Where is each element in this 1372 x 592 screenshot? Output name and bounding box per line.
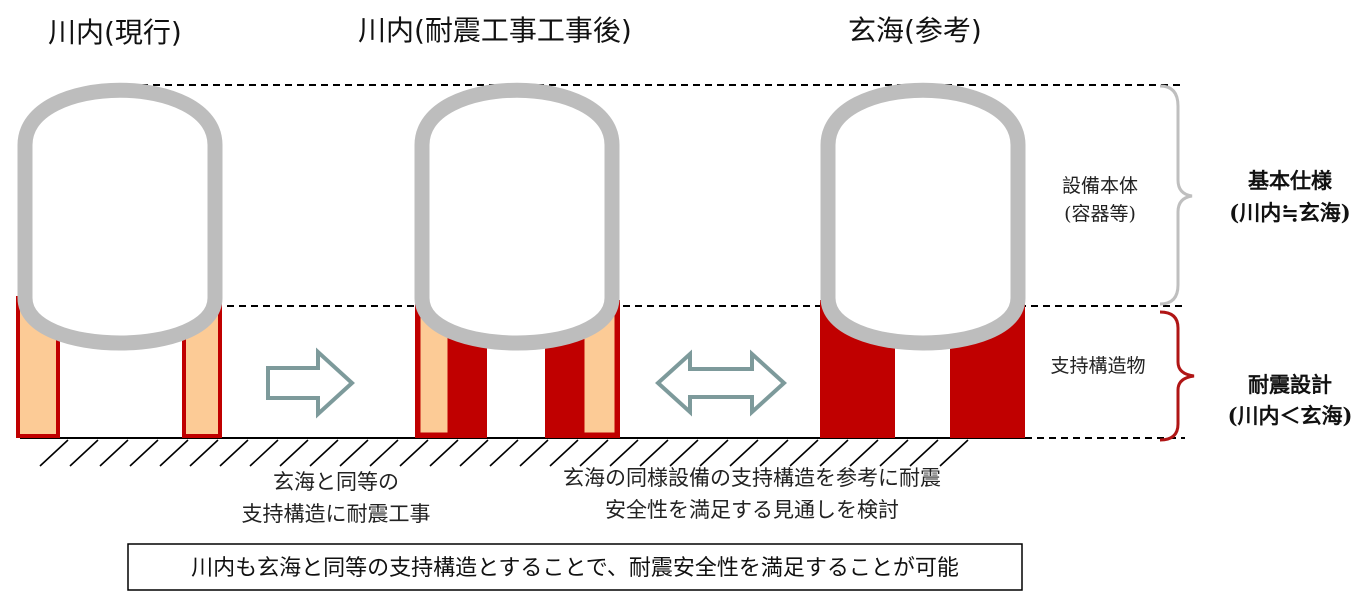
brace-upper (1159, 84, 1193, 306)
label-equipment-body: 設備本体 (1062, 175, 1138, 197)
vessel-body (414, 82, 620, 351)
note-review-line2: 安全性を満足する見通しを検討 (605, 498, 899, 522)
label-support-structure: 支持構造物 (1050, 355, 1145, 377)
note-review-line1: 玄海の同様設備の支持構造を参考に耐震 (563, 466, 941, 490)
vessel-body (17, 82, 223, 351)
conclusion-box (127, 543, 1023, 591)
heading-sendai-after: 川内(耐震工事工事後) (358, 14, 632, 47)
heading-genkai-reference: 玄海(参考) (848, 14, 982, 47)
vessel-genkai-reference (820, 82, 1026, 438)
label-equipment-body-note: (容器等) (1064, 203, 1136, 225)
label-basic-spec: 基本仕様 (1248, 168, 1333, 193)
vessel-body (820, 82, 1026, 351)
ground-hatching (39, 439, 969, 467)
label-basic-spec-comparison: (川内≒玄海) (1229, 200, 1350, 225)
label-seismic-design: 耐震設計 (1248, 372, 1332, 397)
label-seismic-design-comparison: (川内＜玄海) (1228, 403, 1353, 428)
double-arrow-icon (655, 349, 787, 417)
right-arrow-icon (266, 347, 355, 419)
note-work-line2: 支持構造に耐震工事 (242, 502, 431, 526)
conclusion-text: 川内も玄海と同等の支持構造とすることで、耐震安全性を満足することが可能 (191, 556, 959, 581)
vessel-sendai-current (16, 82, 223, 438)
note-work-line1: 玄海と同等の (273, 470, 399, 494)
vessel-sendai-after (414, 82, 620, 438)
heading-sendai-current: 川内(現行) (48, 16, 182, 49)
brace-lower (1159, 310, 1195, 442)
